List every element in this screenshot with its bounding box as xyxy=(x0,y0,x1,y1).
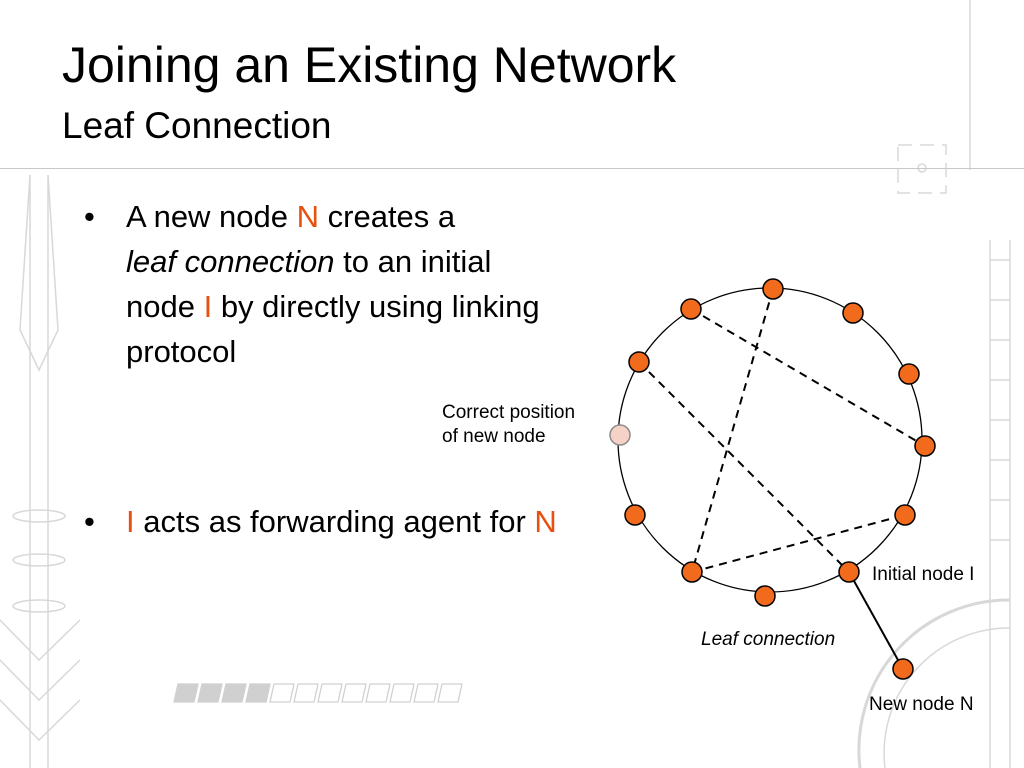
correct-position-label-line2: of new node xyxy=(442,426,546,447)
ghost-node-correct-position xyxy=(609,424,631,446)
node-i-symbol: I xyxy=(203,289,213,324)
ring-node xyxy=(898,363,920,385)
bullet-text: creates a xyxy=(319,199,456,234)
node-n-symbol: N xyxy=(534,504,557,539)
ring-node xyxy=(894,504,916,526)
dashed-link xyxy=(638,361,850,573)
initial-node-i xyxy=(838,561,860,583)
ring-node xyxy=(754,585,776,607)
bullet-item: • I acts as forwarding agent for N xyxy=(84,499,564,544)
title-divider xyxy=(0,168,1024,169)
bullet-text: acts as forwarding agent for xyxy=(134,504,535,539)
bullet-list: • A new node N creates a leaf connection… xyxy=(84,194,564,544)
bullet-text: to an initial node xyxy=(126,244,492,324)
slide-subtitle: Leaf Connection xyxy=(62,105,332,146)
leaf-connection-line xyxy=(848,571,904,670)
ring-circle xyxy=(617,287,923,593)
bullet-text: A new node xyxy=(126,199,297,234)
dashed-link xyxy=(691,288,774,573)
ring-node xyxy=(624,504,646,526)
bullet-text: by directly using linking protocol xyxy=(126,289,540,369)
slide-title: Joining an Existing Network xyxy=(62,37,677,93)
ring-node xyxy=(681,561,703,583)
new-node-n xyxy=(892,658,914,680)
leaf-connection-label: Leaf connection xyxy=(701,629,836,650)
new-node-label: New node N xyxy=(869,694,974,715)
dashed-link xyxy=(690,308,926,447)
ring-node xyxy=(628,351,650,373)
ring-node xyxy=(680,298,702,320)
dashed-link xyxy=(691,514,906,573)
node-i-symbol: I xyxy=(126,504,135,539)
bullet-marker: • xyxy=(84,504,95,539)
ring-node xyxy=(762,278,784,300)
ring-node xyxy=(914,435,936,457)
initial-node-label: Initial node I xyxy=(872,564,975,585)
correct-position-label: Correct position of new node xyxy=(442,401,575,449)
node-n-symbol: N xyxy=(296,199,320,234)
bullet-marker: • xyxy=(84,199,95,234)
leaf-connection-term: leaf connection xyxy=(126,244,335,279)
ring-node xyxy=(842,302,864,324)
bullet-item: • A new node N creates a leaf connection… xyxy=(84,194,564,374)
correct-position-label-line1: Correct position xyxy=(442,402,576,423)
